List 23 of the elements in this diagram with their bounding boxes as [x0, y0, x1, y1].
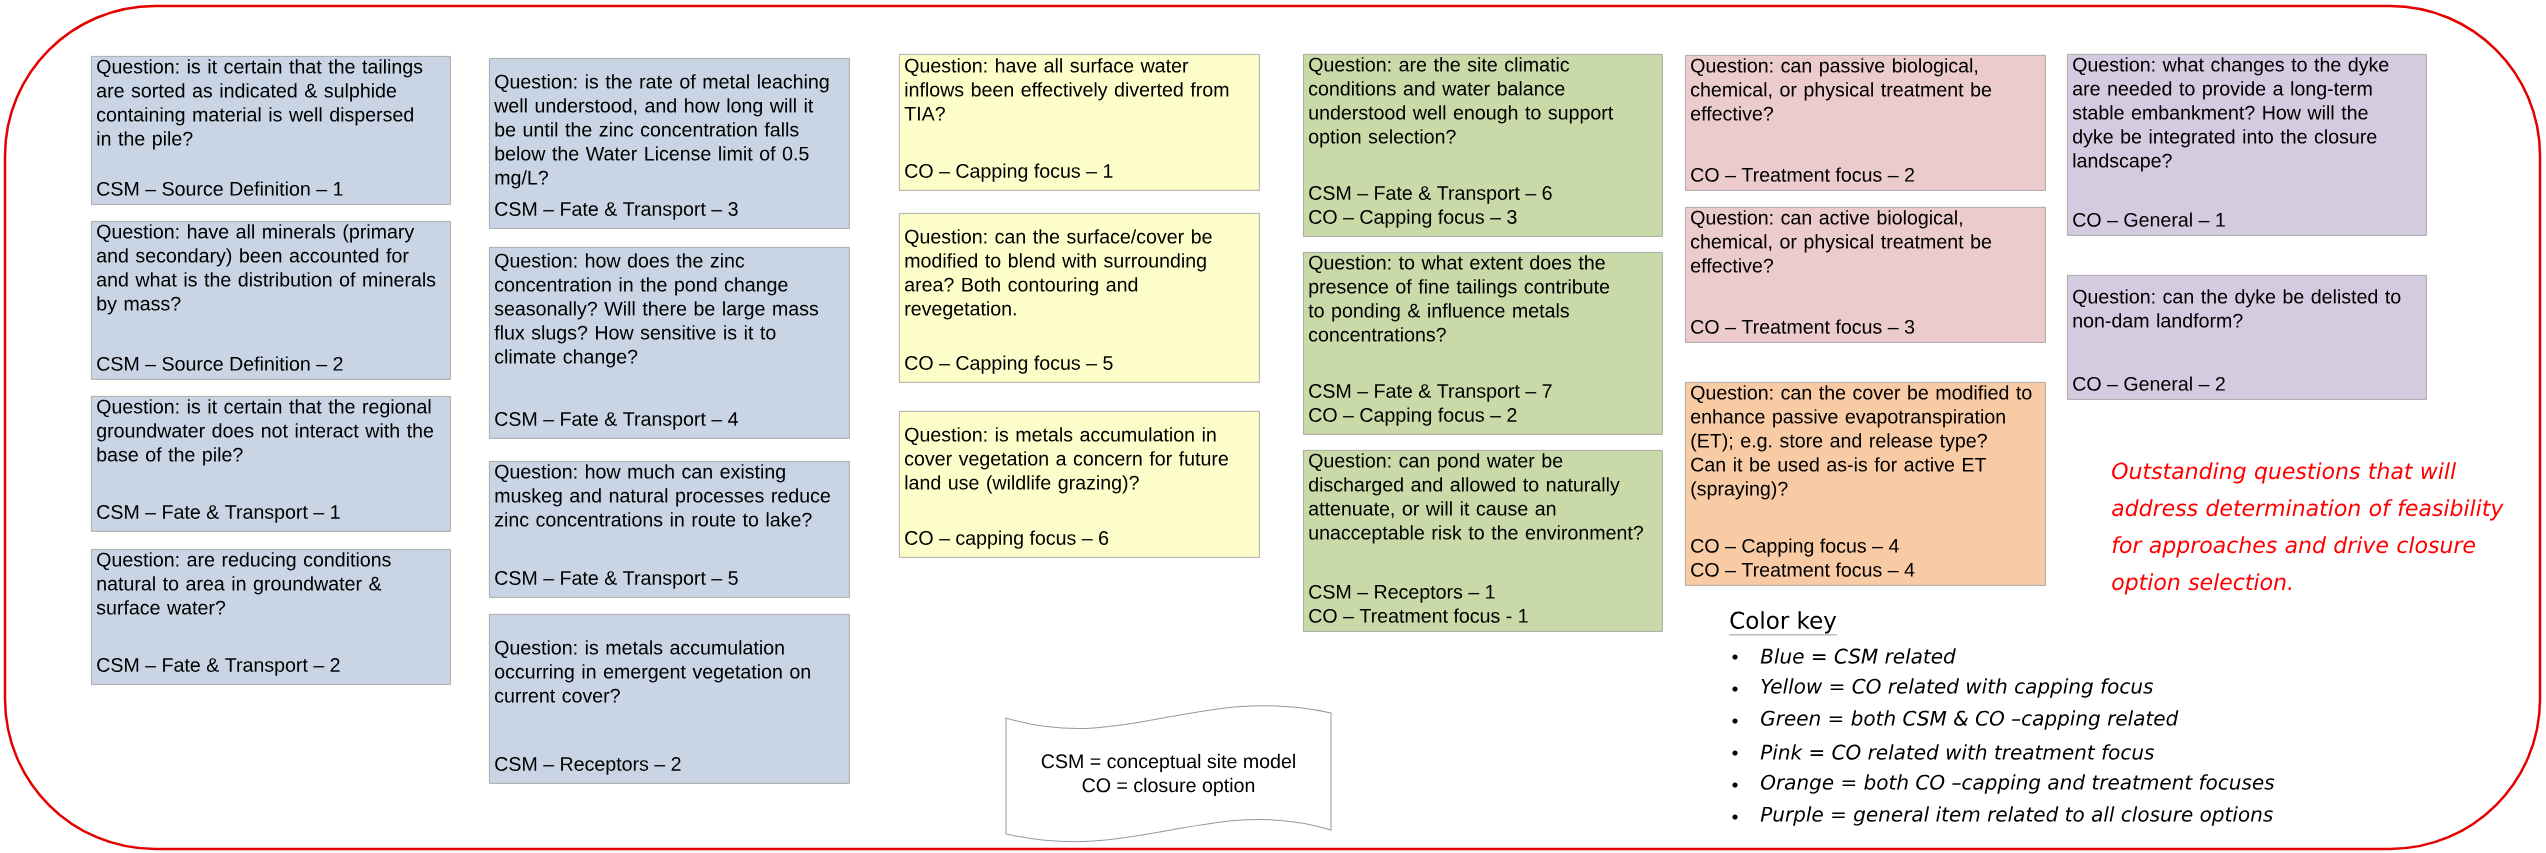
- question-card: Question: are reducing conditions natural to area in groundwater & surface water? CSM – Fate & Transport – 2: [91, 549, 451, 685]
- legend-entry: Blue = CSM related: [1732, 648, 1956, 664]
- legend-entry: Pink = CO related with treatment focus: [1732, 744, 2155, 760]
- question-card: Question: can the surface/cover be modified to blend with surrounding area? Both contouring and revegetation. CO – Capping focus – 5: [899, 213, 1260, 383]
- legend-heading: Color key: [1729, 611, 1838, 636]
- question-card: Question: can pond water be discharged and allowed to naturally attenuate, or will it cause an unacceptable risk to the environment? CSM – Receptors – 1 CO – Treatment focus - 1: [1303, 450, 1663, 632]
- question-card: Question: what changes to the dyke are needed to provide a long-term stable embankment? How will the dyke be integrated into the closure landscape? CO – General – 1: [2067, 54, 2427, 236]
- question-card: Question: is it certain that the tailings are sorted as indicated & sulphide containing material is well dispersed in the pile? CSM – Source Definition – 1: [91, 56, 451, 205]
- question-card: Question: can the cover be modified to enhance passive evapotranspiration (ET); e.g. store and release type? Can it be used as-is for active ET (spraying)? CO – Capping focus – 4 CO – Treatment focus – 4: [1685, 382, 2046, 586]
- question-card: Question: is metals accumulation occurring in emergent vegetation on current cover? CSM – Receptors – 2: [489, 614, 850, 784]
- question-card: Question: are the site climatic conditions and water balance understood well enough to support option selection? CSM – Fate & Transport – 6 CO – Capping focus – 3: [1303, 54, 1663, 237]
- question-card: Question: have all surface water inflows been effectively diverted from TIA? CO – Capping focus – 1: [899, 54, 1260, 191]
- question-card: Question: can active biological, chemical, or physical treatment be effective? CO – Treatment focus – 3: [1685, 207, 2046, 343]
- question-card: Question: is the rate of metal leaching well understood, and how long will it be until the zinc concentration falls below the Water License limit of 0.5 mg/L? CSM – Fate & Transport – 3: [489, 58, 850, 229]
- legend-entry: Green = both CSM & CO –capping related: [1732, 710, 2179, 730]
- note-text: Outstanding questions that will address determination of feasibility for approaches and drive closure option selection.: [2112, 462, 2504, 595]
- question-card: Question: to what extent does the presence of fine tailings contribute to ponding & influence metals concentrations? CSM – Fate & Transport – 7 CO – Capping focus – 2: [1303, 252, 1663, 435]
- legend-entry: Yellow = CO related with capping focus: [1732, 678, 2154, 698]
- question-card: Question: is metals accumulation in cover vegetation a concern for future land use (wildlife grazing)? CO – capping focus – 6: [899, 411, 1260, 558]
- legend-entry: Orange = both CO –capping and treatment focuses: [1732, 774, 2275, 794]
- question-card: Question: how much can existing muskeg and natural processes reduce zinc concentrations in route to lake? CSM – Fate & Transport – 5: [489, 461, 850, 598]
- question-card: Question: can the dyke be delisted to non-dam landform? CO – General – 2: [2067, 275, 2427, 400]
- legend-entry: Purple = general item related to all closure options: [1732, 806, 2273, 826]
